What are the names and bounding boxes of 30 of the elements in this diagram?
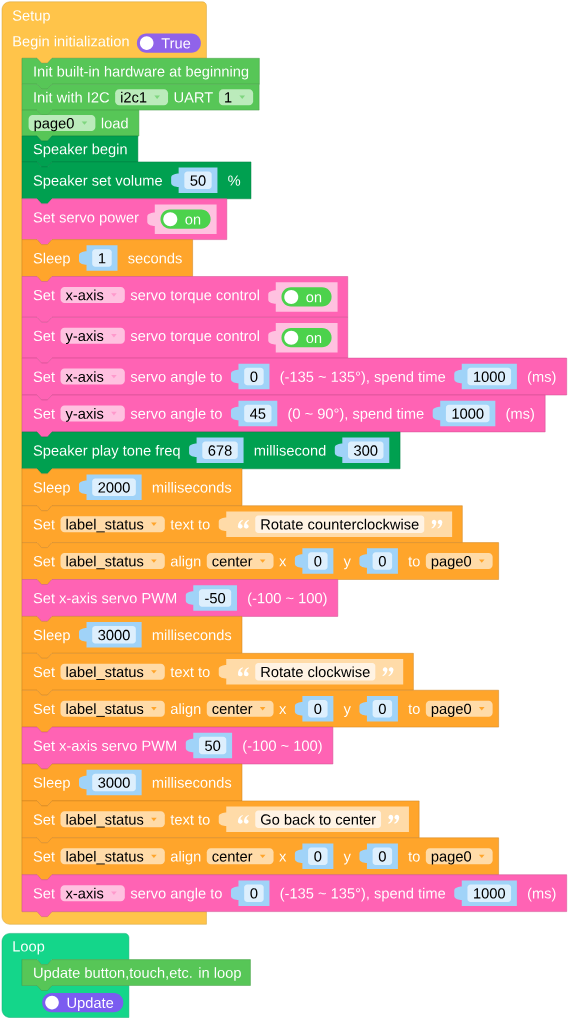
dropdown: page0 xyxy=(425,848,493,865)
dropdown: page0 xyxy=(425,553,493,570)
statement-block: Update button,touch,etc. in loop xyxy=(21,959,251,991)
dropdown: y-axis xyxy=(60,405,125,422)
dropdown: page0 xyxy=(28,115,96,132)
dropdown: label_status xyxy=(60,848,165,865)
node-label: Set xyxy=(33,371,55,382)
number-input: 50 xyxy=(185,732,233,759)
dropdown: x-axis xyxy=(60,885,125,902)
number-input: 0 xyxy=(359,695,398,722)
dropdown: i2c1 xyxy=(115,89,169,106)
number-input: 0 xyxy=(230,363,270,390)
number-input: 300 xyxy=(334,437,390,464)
statement-block: Speaker begin xyxy=(21,135,139,168)
node-label: (-135 ~ 135°), spend time xyxy=(280,371,446,385)
number-input: 0 xyxy=(294,695,334,722)
dropdown: label_status xyxy=(60,516,165,533)
dropdown: label_status xyxy=(60,553,165,570)
text-input: Rotate clockwise xyxy=(218,659,404,685)
number-input: 0 xyxy=(359,843,398,869)
dropdown: label_status xyxy=(60,811,165,828)
number-input: 0 xyxy=(294,843,334,869)
number-input: 3000 xyxy=(79,622,142,648)
dropdown: center xyxy=(206,848,274,865)
node-label: (ms) xyxy=(527,371,556,385)
dropdown: center xyxy=(206,553,274,570)
number-input: 1000 xyxy=(454,880,517,906)
number-input: 45 xyxy=(230,400,278,427)
dropdown: 1 xyxy=(218,89,254,106)
text-input: Rotate counterclockwise xyxy=(218,511,453,537)
